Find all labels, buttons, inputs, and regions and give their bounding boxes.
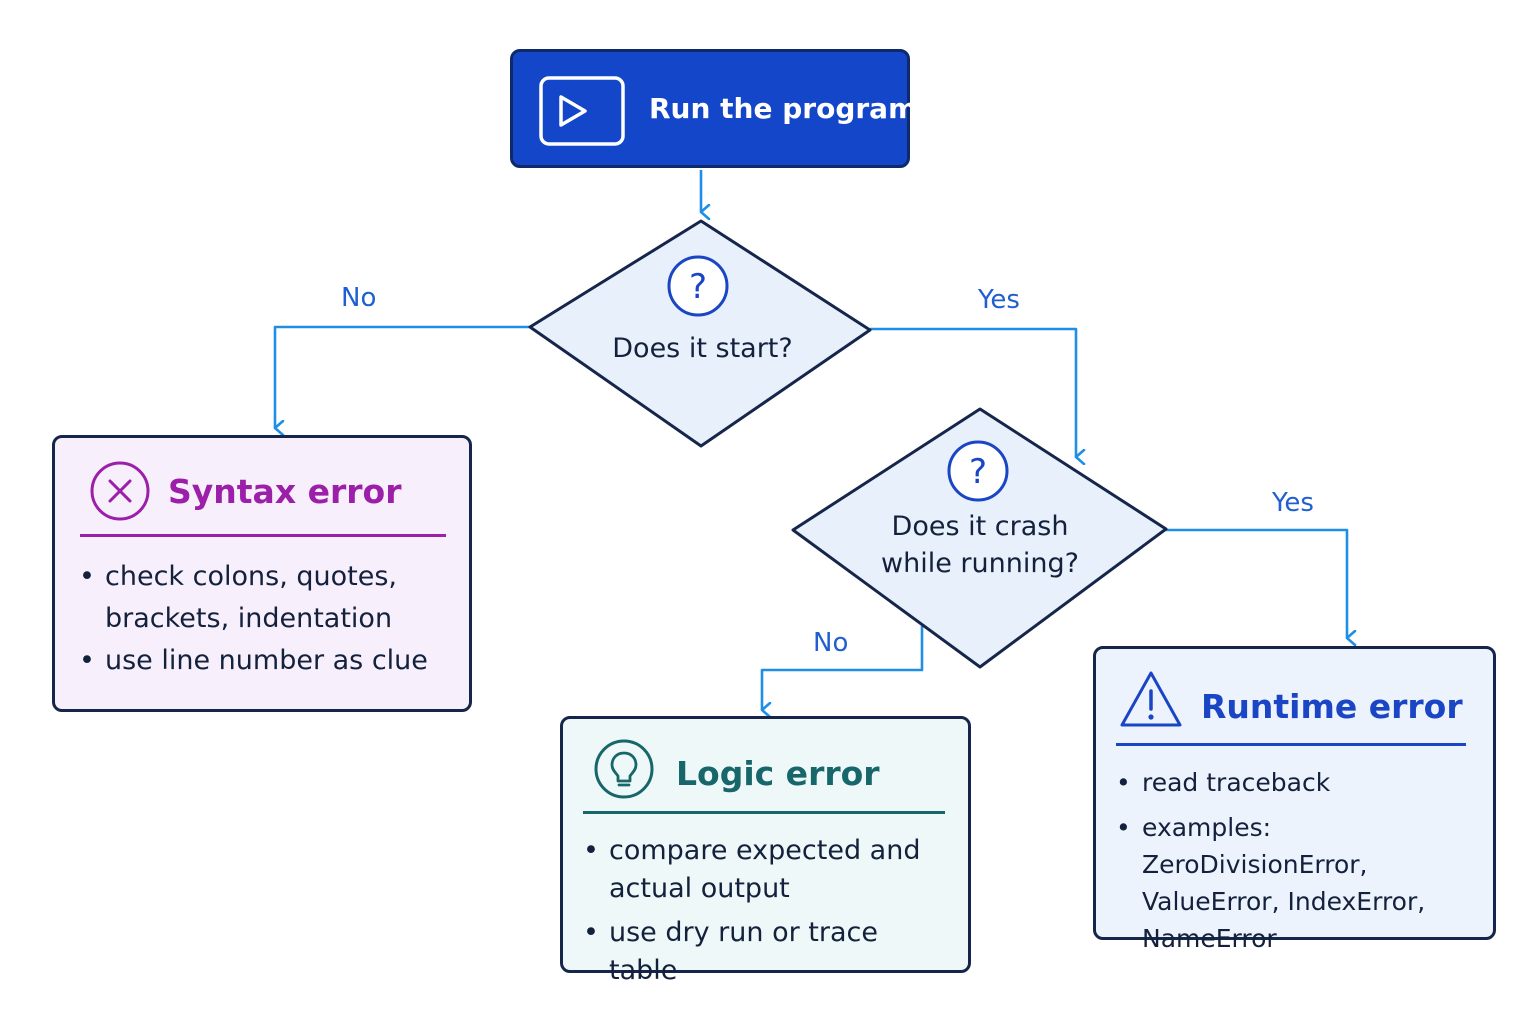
list-item: examples: ZeroDivisionError, ValueError,… xyxy=(1116,809,1486,957)
arrow-yes-to-runtime-error xyxy=(1166,528,1347,638)
svg-text:?: ? xyxy=(689,267,707,307)
list-item: check colons, quotes, brackets, indentat… xyxy=(79,556,449,640)
syntax-error-tips: check colons, quotes, brackets, indentat… xyxy=(79,556,449,682)
syntax-error-card: Syntax error check colons, quotes, brack… xyxy=(52,435,472,712)
divider xyxy=(80,534,446,537)
decision-question: Does it start? xyxy=(612,333,793,364)
decision-does-it-crash xyxy=(791,407,1168,669)
runtime-error-card: Runtime error read traceback examples: Z… xyxy=(1093,646,1496,953)
question-icon: ? xyxy=(947,440,1009,502)
runtime-error-tips: read traceback examples: ZeroDivisionErr… xyxy=(1116,764,1486,957)
logic-error-card: Logic error compare expected and actual … xyxy=(560,716,971,986)
list-item: compare expected and actual output xyxy=(583,832,953,908)
decision-question: Does it crash while running? xyxy=(881,511,1079,579)
edge-label-no: No xyxy=(341,283,377,313)
arrow-yes-to-crash-decision xyxy=(870,327,1076,457)
arrow-no-to-logic-error xyxy=(760,626,924,710)
x-circle-icon xyxy=(90,461,150,521)
runtime-error-title: Runtime error xyxy=(1201,687,1463,726)
divider xyxy=(583,811,945,814)
list-item: use dry run or trace table xyxy=(583,914,953,990)
decision-does-it-start xyxy=(528,219,872,448)
warning-icon xyxy=(1120,671,1182,727)
question-icon: ? xyxy=(667,255,729,317)
logic-error-title: Logic error xyxy=(676,754,880,793)
logic-error-tips: compare expected and actual output use d… xyxy=(583,832,953,990)
list-item: read traceback xyxy=(1116,764,1486,801)
edge-label-yes: Yes xyxy=(978,285,1020,315)
start-node: Run the program xyxy=(510,49,917,168)
edge-label-no: No xyxy=(813,628,849,658)
play-icon xyxy=(539,76,625,146)
arrow-no-to-syntax-error xyxy=(273,325,530,428)
lightbulb-icon xyxy=(594,739,654,799)
edge-label-yes: Yes xyxy=(1272,488,1314,518)
syntax-error-title: Syntax error xyxy=(168,472,402,511)
divider xyxy=(1116,743,1466,746)
svg-text:?: ? xyxy=(969,452,987,492)
start-label: Run the program xyxy=(649,92,918,125)
list-item: use line number as clue xyxy=(79,640,449,682)
